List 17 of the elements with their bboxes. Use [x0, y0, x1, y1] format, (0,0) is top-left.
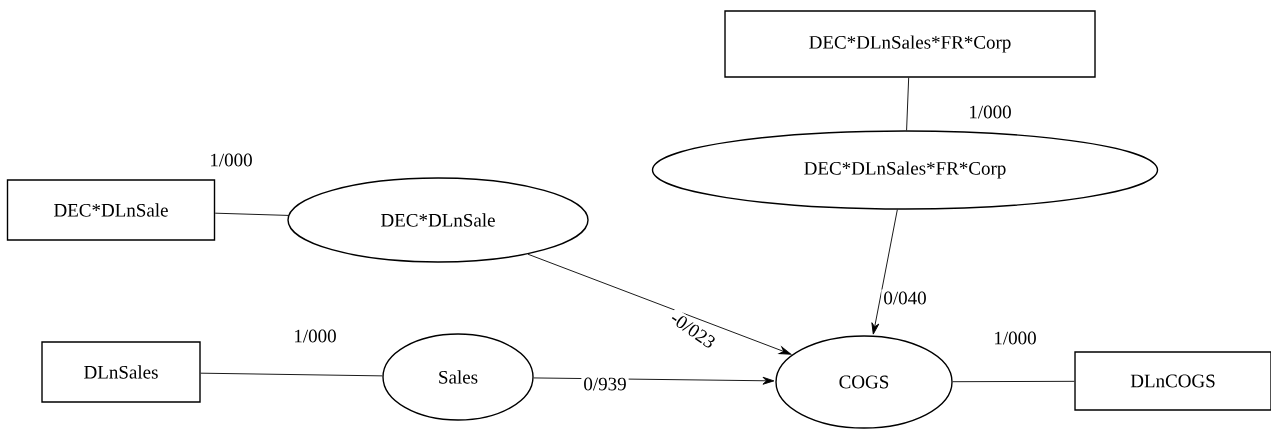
connector-line — [214, 212, 289, 216]
arrow — [871, 209, 898, 335]
edge-label: 1/000 — [291, 327, 339, 345]
variable-box: DLnCOGS — [1074, 351, 1271, 411]
edge-label: 1/000 — [207, 151, 255, 169]
variable-box: DEC*DLnSales*FR*Corp — [724, 10, 1096, 78]
edge-label: 0/040 — [881, 289, 929, 307]
edge-label: 1/000 — [991, 329, 1039, 347]
variable-box: DEC*DLnSale — [6, 179, 216, 241]
edge-label: -0/023 — [666, 307, 720, 353]
connector-line — [952, 380, 1075, 383]
edge-label: 0/939 — [581, 375, 629, 393]
arrow — [527, 253, 792, 355]
variable-box: DLnSales — [41, 341, 201, 403]
connector-line — [200, 372, 383, 377]
connector-line — [906, 77, 910, 131]
edge-label: 1/000 — [966, 103, 1014, 121]
